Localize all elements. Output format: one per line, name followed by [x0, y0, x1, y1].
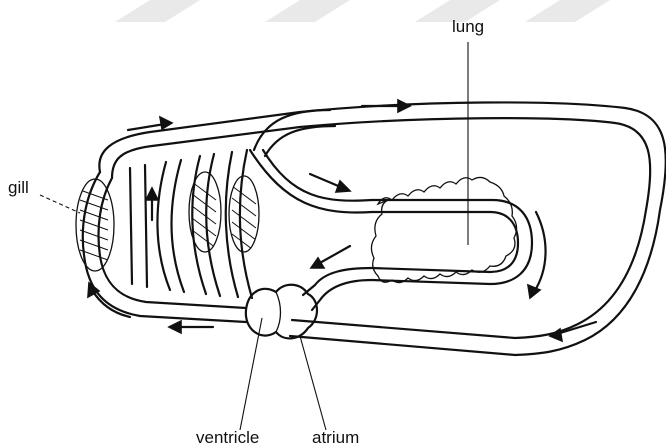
lung: [371, 177, 532, 284]
watermark: [115, 0, 610, 22]
flow-arrows: [88, 100, 596, 341]
gill-leader: [40, 195, 80, 213]
leader-lines: [40, 42, 468, 430]
atrium-leader: [300, 336, 326, 430]
return-vessels: [303, 268, 372, 310]
gill-arches: [130, 150, 252, 298]
atrium-label: atrium: [312, 428, 359, 447]
lung-label: lung: [452, 17, 484, 36]
ventricle-leader: [240, 318, 262, 430]
heart: [246, 285, 317, 339]
ventricle-label: ventricle: [196, 428, 259, 447]
gill-tufts: [76, 172, 259, 271]
gill-label: gill: [8, 178, 29, 197]
